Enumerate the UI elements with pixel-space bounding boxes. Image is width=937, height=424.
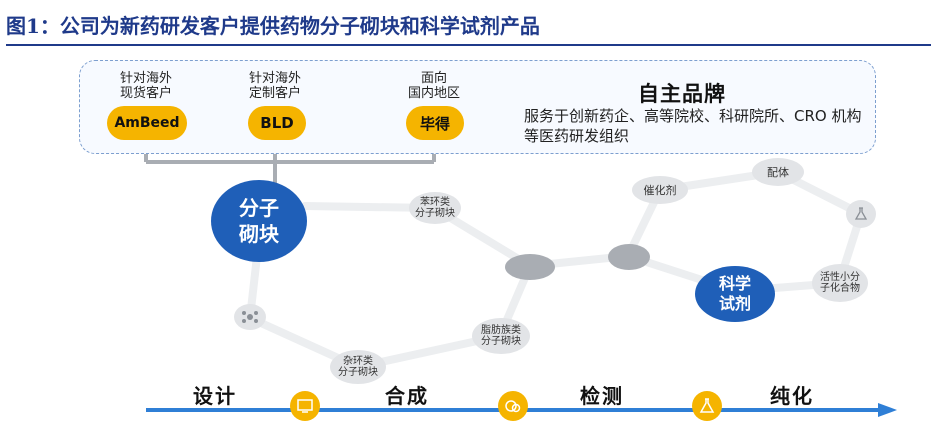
node-label: 分子砌块 [338, 367, 378, 378]
node-label: 子化合物 [820, 283, 860, 294]
brand-caption-bld: 针对海外 定制客户 [225, 71, 325, 101]
synthesis-icon [498, 391, 528, 421]
brand-panel [79, 60, 876, 154]
node-molecule [234, 304, 266, 330]
building-blocks-circle: 分子 砌块 [211, 180, 307, 262]
brand-caption-line: 国内地区 [407, 86, 460, 101]
node-ligand: 配体 [752, 158, 804, 186]
junction-dot [505, 254, 555, 280]
title-rule [6, 44, 931, 46]
self-brand-heading: 自主品牌 [638, 82, 726, 106]
building-blocks-label: 砌块 [239, 222, 279, 246]
brand-caption-line: 面向 [420, 71, 447, 86]
junction-dot [608, 244, 650, 270]
brand-caption-bide: 面向 国内地区 [384, 71, 484, 101]
node-benzene: 苯环类 分子砌块 [409, 192, 461, 224]
brand-caption-line: 针对海外 [248, 71, 301, 86]
node-label: 配体 [767, 165, 789, 179]
node-flask [846, 200, 876, 228]
stage-design: 设计 [193, 384, 237, 408]
flask-icon [692, 391, 722, 421]
reagents-circle: 科学 试剂 [695, 266, 775, 322]
brand-caption-ambeed: 针对海外 现货客户 [96, 71, 196, 101]
node-catalyst: 催化剂 [632, 176, 688, 204]
brand-pill-bld: BLD [248, 106, 306, 140]
node-aliphatic: 脂肪族类 分子砌块 [472, 318, 530, 354]
node-label: 活性小分 [820, 272, 860, 283]
design-icon [290, 391, 320, 421]
flask-icon [854, 207, 868, 220]
reagents-label: 科学 [718, 274, 751, 293]
node-heterocyclic: 杂环类 分子砌块 [330, 350, 386, 384]
reagents-label: 试剂 [718, 294, 751, 313]
node-label: 杂环类 [343, 356, 373, 367]
node-label: 分子砌块 [481, 336, 521, 347]
node-label: 催化剂 [643, 183, 677, 197]
stage-synthesis: 合成 [385, 384, 429, 408]
stage-testing: 检测 [580, 384, 624, 408]
molecule-icon [242, 311, 258, 323]
node-label: 苯环类 [420, 197, 450, 208]
brand-caption-line: 定制客户 [248, 86, 301, 101]
node-label: 脂肪族类 [481, 325, 521, 336]
building-blocks-label: 分子 [239, 196, 279, 220]
brand-caption-line: 针对海外 [119, 71, 172, 86]
node-active-small-molecule: 活性小分 子化合物 [812, 264, 868, 302]
brand-pill-ambeed: AmBeed [107, 106, 187, 140]
figure-title: 图1：公司为新药研发客户提供药物分子砌块和科学试剂产品 [6, 14, 540, 38]
stage-purification: 纯化 [770, 384, 814, 408]
node-label: 分子砌块 [415, 208, 455, 219]
brand-pill-bide: 毕得 [406, 106, 464, 140]
brand-caption-line: 现货客户 [119, 86, 172, 101]
self-brand-description: 服务于创新药企、高等院校、科研院所、CRO 机构等医药研发组织 [524, 107, 862, 145]
